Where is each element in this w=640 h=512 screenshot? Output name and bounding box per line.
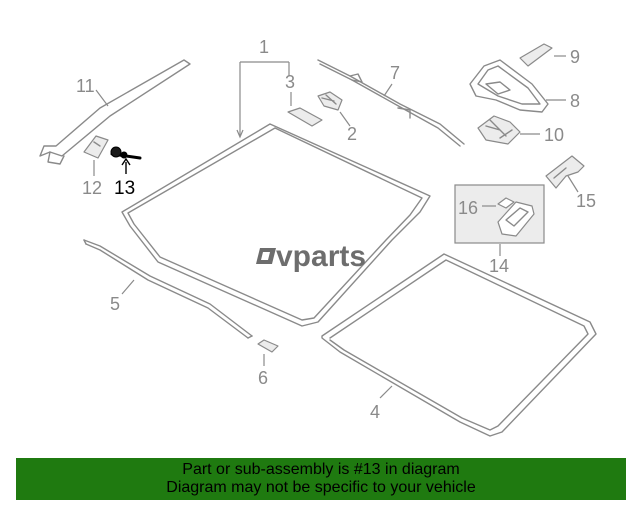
callout-13: 13	[114, 157, 135, 199]
part-7-molding[interactable]	[317, 59, 465, 147]
windshield-glass[interactable]	[121, 123, 431, 327]
callout-12: 12	[82, 160, 102, 198]
part-12-bracket[interactable]	[83, 135, 109, 159]
callout-15-label: 15	[576, 191, 596, 211]
callout-8-label: 8	[570, 91, 580, 111]
callout-2: 2	[339, 111, 357, 144]
callout-16-label: 16	[458, 198, 478, 218]
part-10-mount[interactable]	[477, 115, 521, 145]
callout-7-label: 7	[390, 63, 400, 83]
part-13-clip-highlighted[interactable]	[110, 146, 142, 160]
part-14-sensor-box[interactable]	[454, 184, 545, 244]
callout-10-label: 10	[544, 125, 564, 145]
callout-3: 3	[285, 72, 295, 106]
callout-12-label: 12	[82, 178, 102, 198]
callout-5: 5	[110, 279, 135, 314]
part-9-cover[interactable]	[519, 43, 553, 67]
callout-9-label: 9	[570, 47, 580, 67]
callout-15: 15	[567, 175, 596, 211]
callout-1: 1	[236, 37, 290, 139]
part-4-weatherstrip[interactable]	[321, 253, 597, 437]
watermark-logo: vparts	[256, 240, 366, 273]
callout-4-label: 4	[370, 402, 380, 422]
parts-diagram: 1 2 3 7 11 12	[39, 37, 597, 437]
callout-3-label: 3	[285, 72, 295, 92]
watermark-text: vparts	[276, 240, 366, 273]
callout-13-label: 13	[114, 178, 135, 199]
callout-14: 14	[489, 244, 509, 276]
callout-6-label: 6	[258, 368, 268, 388]
callout-10: 10	[520, 125, 564, 145]
part-5-lower-molding[interactable]	[83, 239, 253, 339]
callout-5-label: 5	[110, 294, 120, 314]
callout-16: 16	[458, 198, 496, 218]
callout-6: 6	[258, 354, 268, 388]
callout-7: 7	[383, 63, 400, 97]
callout-9: 9	[554, 47, 580, 67]
callout-8: 8	[546, 91, 580, 111]
part-3-pad[interactable]	[287, 107, 323, 127]
callout-1-label: 1	[259, 37, 269, 57]
callout-11: 11	[76, 76, 109, 107]
callout-2-label: 2	[347, 124, 357, 144]
banner-line-1: Part or sub-assembly is #13 in diagram	[182, 461, 460, 478]
part-8-mirror[interactable]	[469, 59, 549, 113]
callout-11-label: 11	[76, 76, 95, 96]
info-banner: Part or sub-assembly is #13 in diagram D…	[16, 458, 626, 500]
part-2-clip[interactable]	[317, 91, 343, 111]
banner-line-2: Diagram may not be specific to your vehi…	[166, 479, 476, 496]
callout-14-label: 14	[489, 256, 509, 276]
part-11-pillar-molding[interactable]	[39, 59, 191, 165]
part-6-piece[interactable]	[257, 339, 279, 353]
part-15-cover[interactable]	[545, 155, 585, 189]
callout-4: 4	[370, 385, 393, 422]
